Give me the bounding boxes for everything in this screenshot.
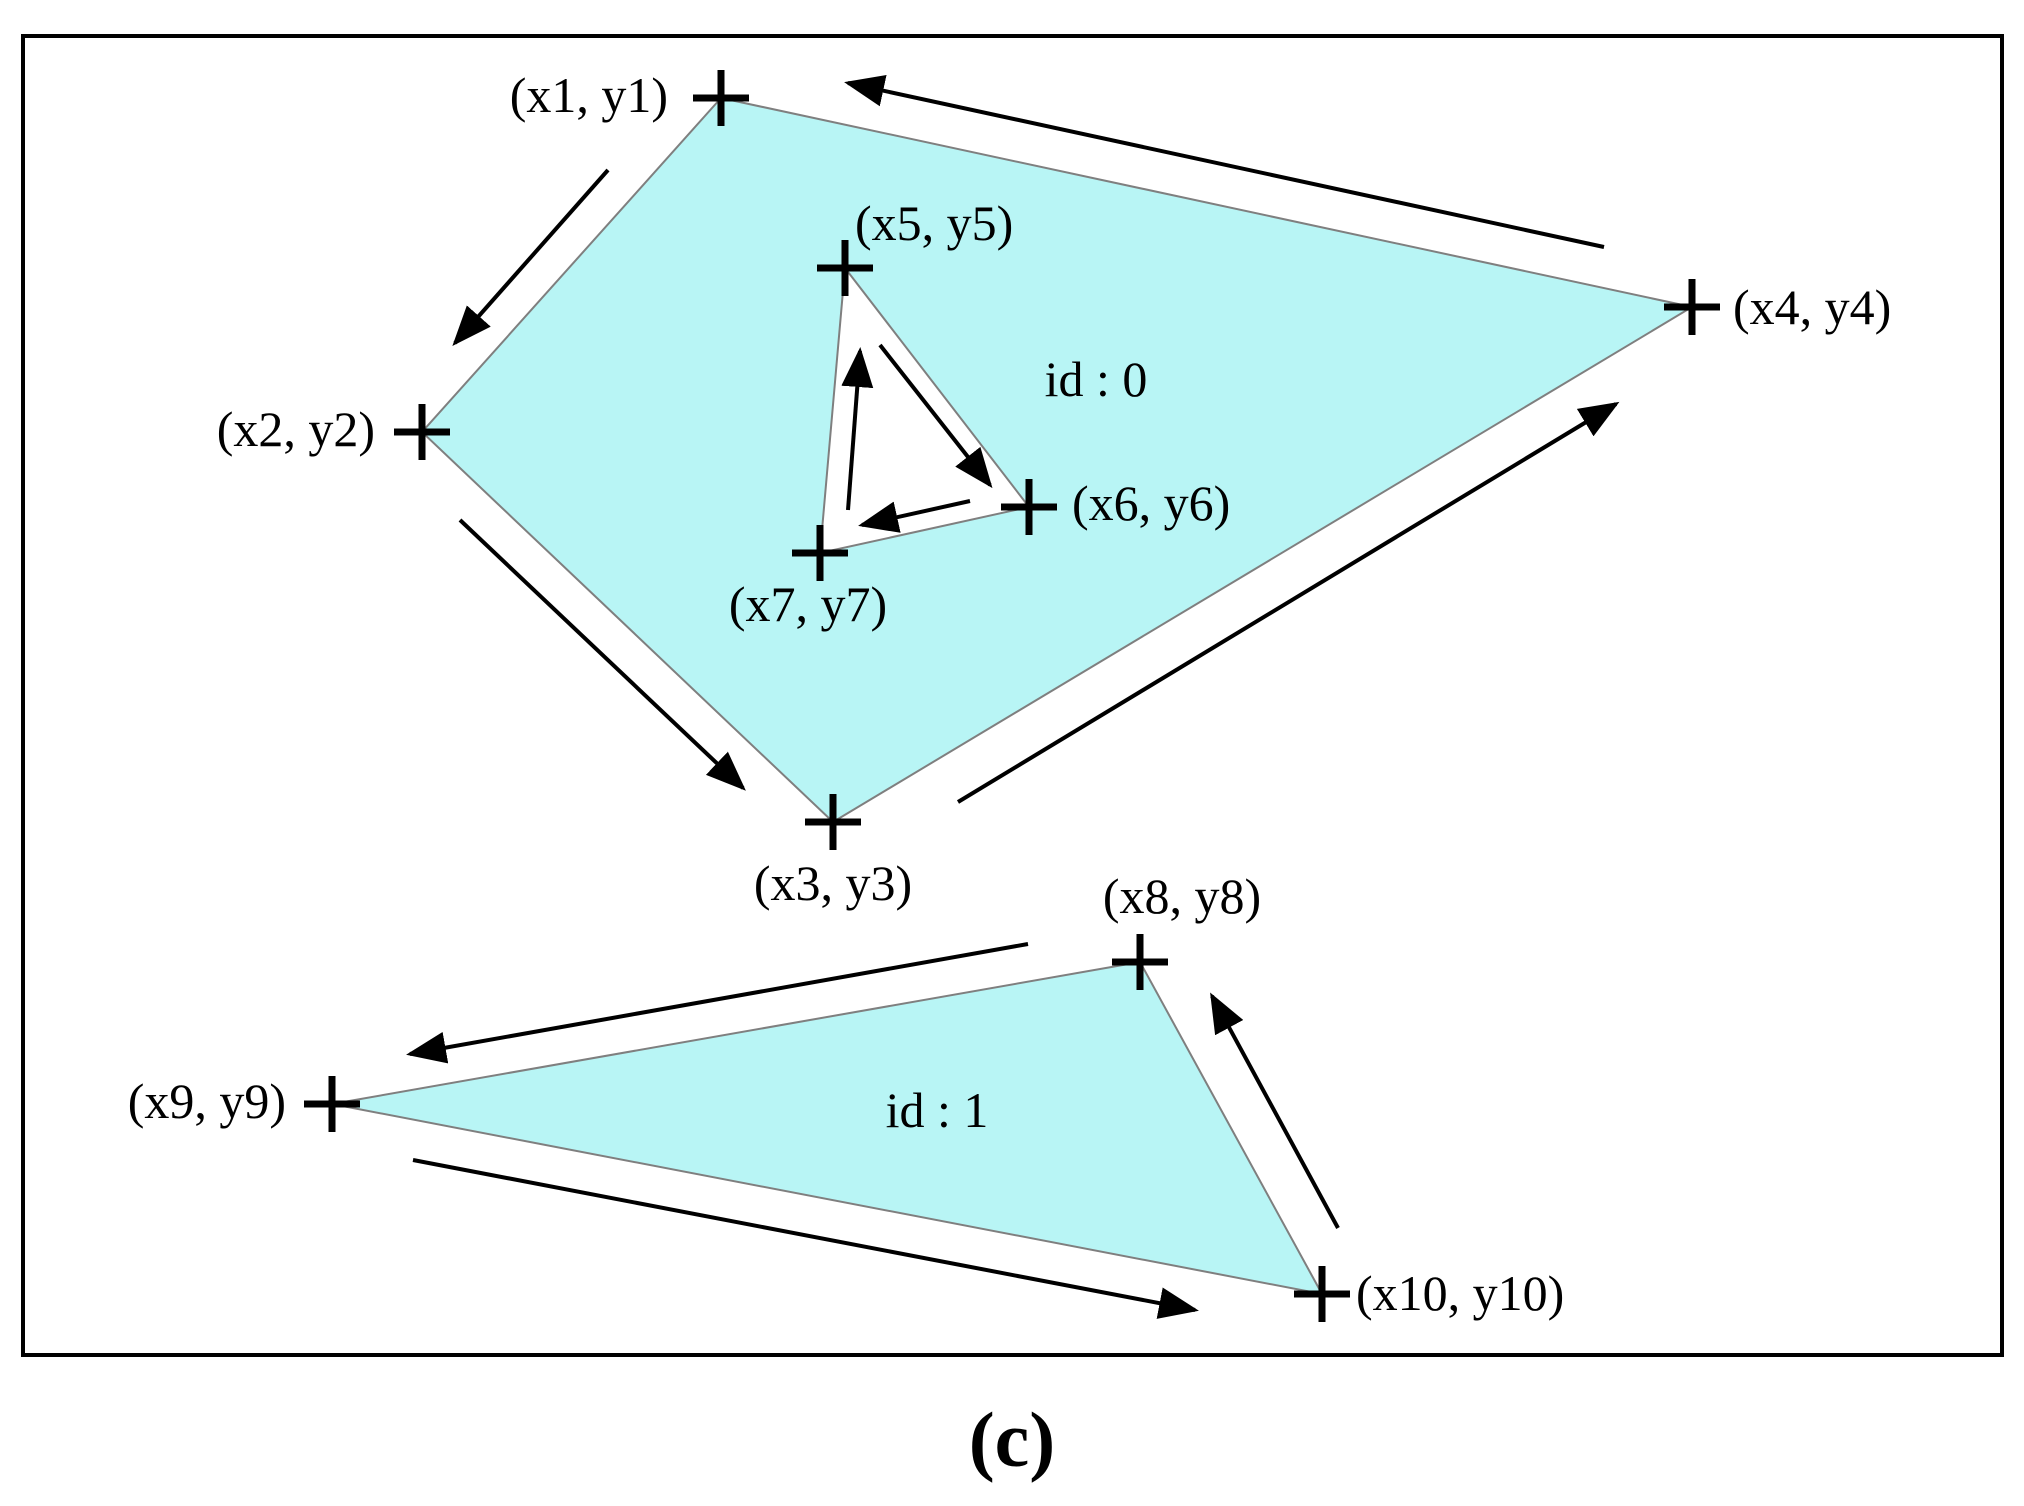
diagram-frame [21, 34, 2004, 1357]
arrow-2-to-3 [458, 518, 746, 791]
vertex-marker-3 [805, 794, 861, 850]
vertex-marker-6 [1001, 479, 1057, 535]
polygon-0-shape [420, 96, 1695, 824]
vertex-marker-7 [792, 525, 848, 581]
vertex-label-10: (x10, y10) [1356, 1265, 1564, 1321]
arrow-8-to-9 [406, 942, 1029, 1064]
vertex-marker-8 [1112, 934, 1168, 990]
arrow-4-to-1 [844, 74, 1605, 249]
vertex-marker-10 [1294, 1266, 1350, 1322]
vertex-label-4: (x4, y4) [1733, 279, 1891, 335]
vertex-label-5: (x5, y5) [855, 195, 1013, 251]
arrow-1-to-2 [452, 168, 610, 346]
vertex-marker-2 [394, 404, 450, 460]
vertex-label-2: (x2, y2) [217, 401, 375, 457]
arrow-6-to-7 [858, 499, 971, 533]
vertex-label-7: (x7, y7) [729, 576, 887, 632]
arrow-7-to-5 [841, 347, 874, 511]
arrow-10-to-8 [1210, 992, 1340, 1229]
arrow-3-to-4 [956, 401, 1620, 804]
vertex-marker-9 [304, 1076, 360, 1132]
vertex-label-8: (x8, y8) [1103, 868, 1261, 924]
vertex-marker-5 [817, 240, 873, 296]
vertex-label-6: (x6, y6) [1072, 475, 1230, 531]
vertex-markers [304, 70, 1720, 1322]
polygon-1-shape [331, 960, 1324, 1296]
vertex-label-3: (x3, y3) [754, 855, 912, 911]
arrow-5-to-6 [878, 343, 993, 489]
polygon-1-id-label: id : 1 [886, 1082, 989, 1138]
arrow-9-to-10 [412, 1158, 1199, 1319]
direction-arrows [406, 74, 1620, 1319]
polygon-0-id-label: id : 0 [1045, 351, 1148, 407]
vertex-marker-4 [1664, 279, 1720, 335]
vertex-marker-1 [693, 70, 749, 126]
vertex-label-1: (x1, y1) [510, 67, 668, 123]
figure-caption: (c) [969, 1396, 1056, 1483]
vertex-label-9: (x9, y9) [128, 1073, 286, 1129]
